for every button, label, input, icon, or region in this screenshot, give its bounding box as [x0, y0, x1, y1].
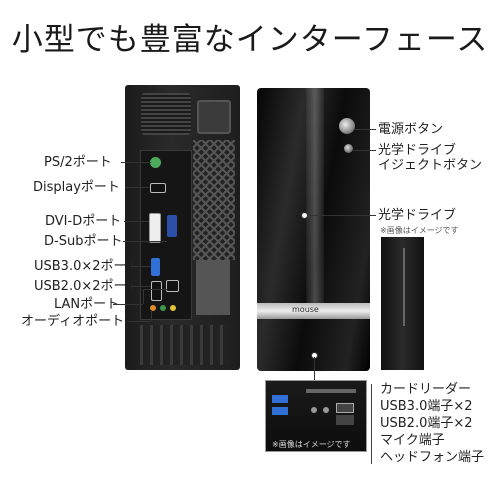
leader-eject	[353, 150, 376, 151]
panel-item-card-reader: カードリーダー	[380, 382, 472, 397]
label-dvid: DVI-Dポート	[45, 214, 122, 229]
audio-ports	[150, 305, 156, 311]
expansion-bracket	[196, 260, 230, 315]
eject-button	[344, 144, 353, 153]
leader-usb3	[131, 266, 151, 267]
label-eject-line1: 光学ドライブ	[378, 143, 457, 158]
leader-audio	[127, 321, 151, 322]
front-port-panel: ※画像はイメージです	[265, 380, 367, 452]
leader-dvid	[124, 221, 149, 222]
optical-drive-image	[381, 237, 424, 370]
panel-note: ※画像はイメージです	[272, 440, 351, 449]
power-socket	[197, 100, 231, 134]
headline: 小型でも豊富なインターフェース	[11, 22, 489, 58]
leader-lan	[113, 304, 143, 305]
label-audio: オーディオポート	[21, 314, 125, 329]
label-usb3: USB3.0×2ポート	[34, 259, 140, 274]
rear-fan-grill	[141, 93, 191, 135]
label-dsub: D-Subポート	[44, 234, 123, 249]
front-tower	[257, 88, 370, 371]
power-button	[339, 118, 355, 134]
leader-display	[125, 187, 150, 188]
odd-note: ※画像はイメージです	[380, 226, 459, 235]
lan-port	[166, 280, 179, 292]
label-lan: LANポート	[54, 297, 120, 312]
usb3-ports	[151, 258, 160, 276]
label-display: Displayポート	[33, 180, 120, 195]
front-reflection	[306, 88, 324, 303]
usb2-ports	[151, 281, 162, 301]
panel-item-headphone: ヘッドフォン端子	[380, 450, 485, 465]
label-ps2: PS/2ポート	[44, 155, 112, 170]
leader-panel	[314, 357, 315, 380]
leader-lan-h2	[143, 289, 167, 290]
card-reader-slot	[306, 389, 356, 393]
io-plate	[140, 150, 192, 320]
panel-audio-jacks	[311, 407, 317, 413]
leader-audio-v	[151, 310, 152, 321]
expansion-slots	[140, 325, 230, 365]
panel-usb2-ports	[336, 403, 354, 413]
leader-dsub	[123, 241, 167, 242]
leader-ps2	[121, 162, 151, 163]
rear-mesh	[193, 140, 235, 260]
ps2-port	[150, 157, 161, 168]
leader-power	[355, 129, 376, 130]
leader-usb2	[131, 286, 151, 287]
panel-item-usb3: USB3.0端子×2	[380, 399, 473, 414]
brand-logo: mouse	[292, 305, 319, 314]
label-usb2: USB2.0×2ポート	[34, 279, 140, 294]
label-eject-line2: イジェクトボタン	[378, 158, 483, 173]
panel-usb3-ports	[272, 395, 288, 403]
leader-odd	[307, 215, 376, 216]
display-port	[150, 183, 166, 193]
optical-drive-slot	[403, 248, 405, 326]
label-power-button: 電源ボタン	[378, 122, 444, 137]
panel-item-usb2: USB2.0端子×2	[380, 416, 473, 431]
dsub-port	[167, 215, 177, 237]
front-band	[257, 303, 370, 319]
dvid-port	[149, 213, 161, 243]
label-odd: 光学ドライブ	[378, 208, 457, 223]
panel-item-mic: マイク端子	[380, 433, 445, 448]
leader-lan-v	[143, 289, 144, 304]
panel-bracket	[371, 384, 372, 464]
